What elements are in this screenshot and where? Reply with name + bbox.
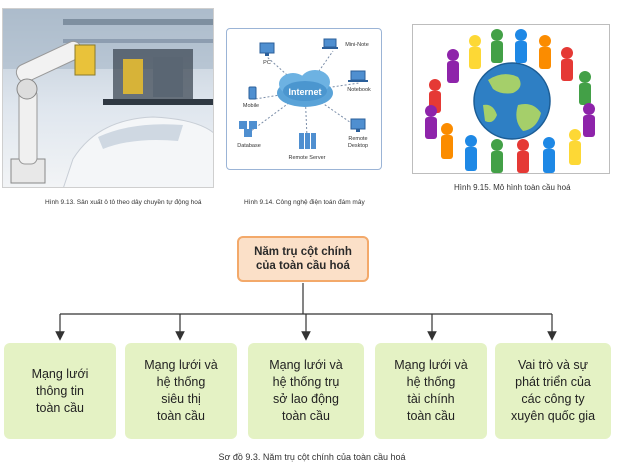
pillar-box-3: Mạng lưới và hệ thống trụ sở lao động to… bbox=[248, 343, 364, 439]
diagram-root-box: Năm trụ cột chính của toàn cầu hoá bbox=[237, 236, 369, 282]
figure-9-14-image: Internet PC Mini-Note Mobile Notebook Da… bbox=[226, 28, 382, 170]
mini-note-label: Mini-Note bbox=[345, 42, 369, 48]
remote-server-label: Remote Server bbox=[289, 155, 326, 161]
remote-desktop-label-2: Desktop bbox=[348, 143, 368, 149]
diagram-root-label: Năm trụ cột chính của toàn cầu hoá bbox=[254, 246, 352, 272]
cloud-label: Internet bbox=[288, 87, 321, 97]
globe-people-illustration bbox=[425, 29, 595, 173]
cloud-network-diagram: Internet PC Mini-Note Mobile Notebook Da… bbox=[237, 38, 371, 161]
pillar-label-5: Vai trò và sự phát triển của các công ty… bbox=[510, 358, 596, 423]
figure-9-14-caption: Hình 9.14. Công nghệ điện toán đám mây bbox=[244, 199, 365, 206]
pillar-box-5: Vai trò và sự phát triển của các công ty… bbox=[495, 343, 611, 439]
robot-arm-illustration bbox=[3, 9, 213, 187]
mobile-icon bbox=[248, 86, 257, 100]
notebook-label: Notebook bbox=[347, 87, 371, 93]
pillar-box-1: Mạng lưới thông tin toàn cầu bbox=[4, 343, 116, 439]
figure-9-13-caption: Hình 9.13. Sản xuất ô tô theo dây chuyền… bbox=[45, 199, 202, 206]
pillar-box-4: Mạng lưới và hệ thống tài chính toàn cầu bbox=[375, 343, 487, 439]
mobile-label: Mobile bbox=[243, 103, 259, 109]
pillar-label-3: Mạng lưới và hệ thống trụ sở lao động to… bbox=[269, 358, 343, 423]
remote-desktop-label-1: Remote bbox=[348, 136, 367, 142]
database-icon bbox=[239, 121, 257, 137]
pillar-label-4: Mạng lưới và hệ thống tài chính toàn cầu bbox=[394, 358, 468, 423]
figure-9-15-image bbox=[412, 24, 610, 174]
cloud-icon bbox=[277, 70, 333, 107]
figure-9-15-caption: Hình 9.15. Mô hình toàn cầu hoá bbox=[454, 183, 571, 192]
pillar-box-2: Mạng lưới và hệ thống siêu thị toàn cầu bbox=[125, 343, 237, 439]
pillar-label-2: Mạng lưới và hệ thống siêu thị toàn cầu bbox=[144, 358, 218, 423]
figure-9-13-image bbox=[2, 8, 214, 188]
diagram-caption: Sơ đồ 9.3. Năm trụ cột chính của toàn cầ… bbox=[218, 452, 406, 462]
people-ring bbox=[425, 29, 595, 173]
globe-icon bbox=[473, 62, 551, 140]
server-icon bbox=[299, 133, 316, 149]
pillar-label-1: Mạng lưới thông tin toàn cầu bbox=[31, 366, 89, 415]
database-label: Database bbox=[237, 143, 261, 149]
pc-label: PC bbox=[263, 60, 271, 66]
